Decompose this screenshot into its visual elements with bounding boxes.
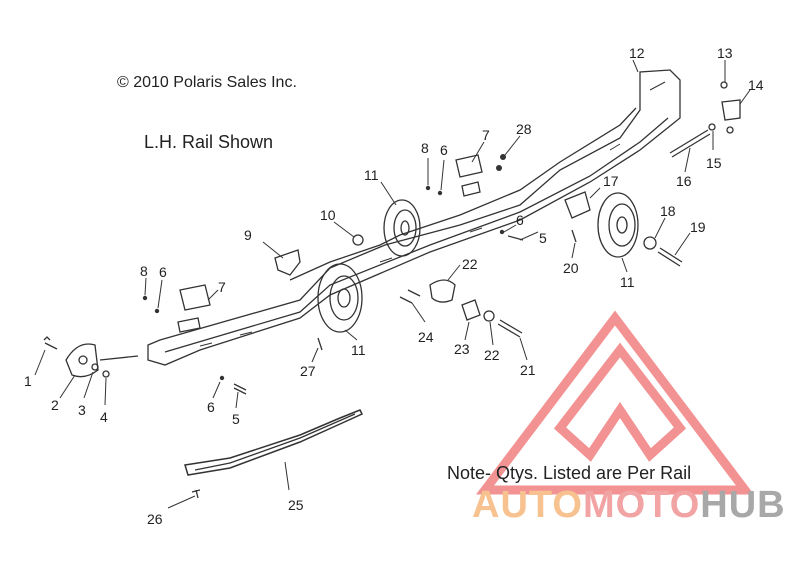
nut-28b (496, 165, 502, 171)
wheel-front (317, 263, 363, 333)
wheel-middle (383, 199, 421, 257)
rail-shown-label: L.H. Rail Shown (144, 132, 274, 152)
callout-1: 1 (24, 373, 32, 389)
rivet-26 (191, 489, 201, 499)
logo-outer-triangle (475, 310, 755, 495)
callout-10: 10 (320, 207, 336, 223)
callout-7-left: 7 (218, 279, 226, 295)
callout-20: 20 (563, 260, 579, 276)
block-7-top (455, 154, 483, 197)
callout-12: 12 (629, 45, 645, 61)
watermark-moto: MOTO (582, 484, 701, 526)
nut-6-top (437, 190, 443, 196)
callout-6-top: 6 (440, 142, 448, 158)
callout-17: 17 (603, 173, 619, 189)
hifax-slide (184, 409, 364, 476)
copyright-notice: © 2010 Polaris Sales Inc. (117, 74, 297, 91)
bumper-22 (429, 279, 456, 303)
tip-cap (65, 343, 99, 378)
callout-6-low: 6 (207, 399, 215, 415)
callout-27: 27 (300, 363, 316, 379)
nut-6-low (219, 375, 225, 381)
wheel-rear (597, 192, 639, 258)
bolt-1 (43, 336, 58, 350)
callout-15: 15 (706, 155, 722, 171)
callout-16: 16 (676, 173, 692, 189)
callout-8-left: 8 (140, 263, 148, 279)
washer-3 (91, 363, 99, 371)
nut-28a (500, 154, 506, 160)
rail-body (147, 69, 681, 366)
axle-16 (669, 129, 711, 158)
watermark-text: AUTOMOTOHUB (472, 484, 786, 527)
callout-26: 26 (147, 511, 163, 527)
callout-4: 4 (100, 409, 108, 425)
bolts-24 (399, 289, 421, 304)
watermark-hub: HUB (700, 484, 786, 526)
tip-cap-hole (78, 355, 88, 365)
hifax-inner (194, 413, 356, 471)
bolt-20 (571, 229, 577, 243)
callout-3: 3 (78, 402, 86, 418)
bolt-27 (317, 337, 323, 351)
spacer-17 (564, 191, 591, 219)
callout-13: 13 (717, 45, 733, 61)
spacer-23 (461, 299, 481, 321)
nut-4 (102, 370, 110, 378)
nut-14b (726, 126, 734, 134)
callout-5-high: 5 (539, 230, 547, 246)
nut-6-left (154, 308, 160, 314)
logo-inner-mark (553, 342, 687, 462)
callout-5-low: 5 (232, 411, 240, 427)
callout-18: 18 (660, 203, 676, 219)
callout-11-front: 11 (351, 342, 366, 358)
bolt-5-low (233, 383, 247, 395)
bracket-9 (274, 249, 301, 276)
callout-7-top: 7 (482, 127, 490, 143)
leader-lines (34, 59, 751, 509)
callout-24: 24 (418, 329, 434, 345)
callout-22-bumper: 22 (462, 256, 478, 272)
callout-8-top: 8 (421, 140, 429, 156)
callout-11-rear: 11 (620, 274, 635, 290)
rail-slots (199, 81, 666, 347)
callout-6-mid: 6 (516, 212, 524, 228)
quantity-note: Note- Qtys. Listed are Per Rail (447, 463, 692, 483)
nut-10 (352, 234, 364, 246)
callout-14: 14 (748, 77, 764, 93)
block-7-left (177, 284, 211, 333)
callout-25: 25 (288, 497, 304, 513)
callout-11-mid: 11 (364, 167, 379, 183)
callout-6-left: 6 (159, 264, 167, 280)
leader-tip (99, 355, 139, 361)
bolt-21 (497, 319, 523, 338)
watermark-auto: AUTO (472, 484, 583, 526)
callout-9: 9 (244, 227, 252, 243)
washer-18 (643, 236, 657, 250)
callout-2: 2 (51, 397, 59, 413)
washer-15 (708, 123, 716, 131)
rivet-8-left (142, 295, 148, 301)
bolt-13 (720, 81, 728, 89)
washer-22b (483, 310, 495, 322)
callout-19: 19 (690, 219, 706, 235)
callout-21: 21 (520, 362, 536, 378)
rail-top-edge (289, 107, 637, 281)
callout-28: 28 (516, 121, 532, 137)
bracket-14 (721, 99, 741, 121)
bolt-19 (657, 247, 683, 267)
callout-23: 23 (454, 341, 470, 357)
rivet-8-top (425, 185, 431, 191)
nut-6-mid (499, 229, 505, 235)
callout-22-washer: 22 (484, 347, 500, 363)
rail-inner-line (164, 117, 669, 353)
